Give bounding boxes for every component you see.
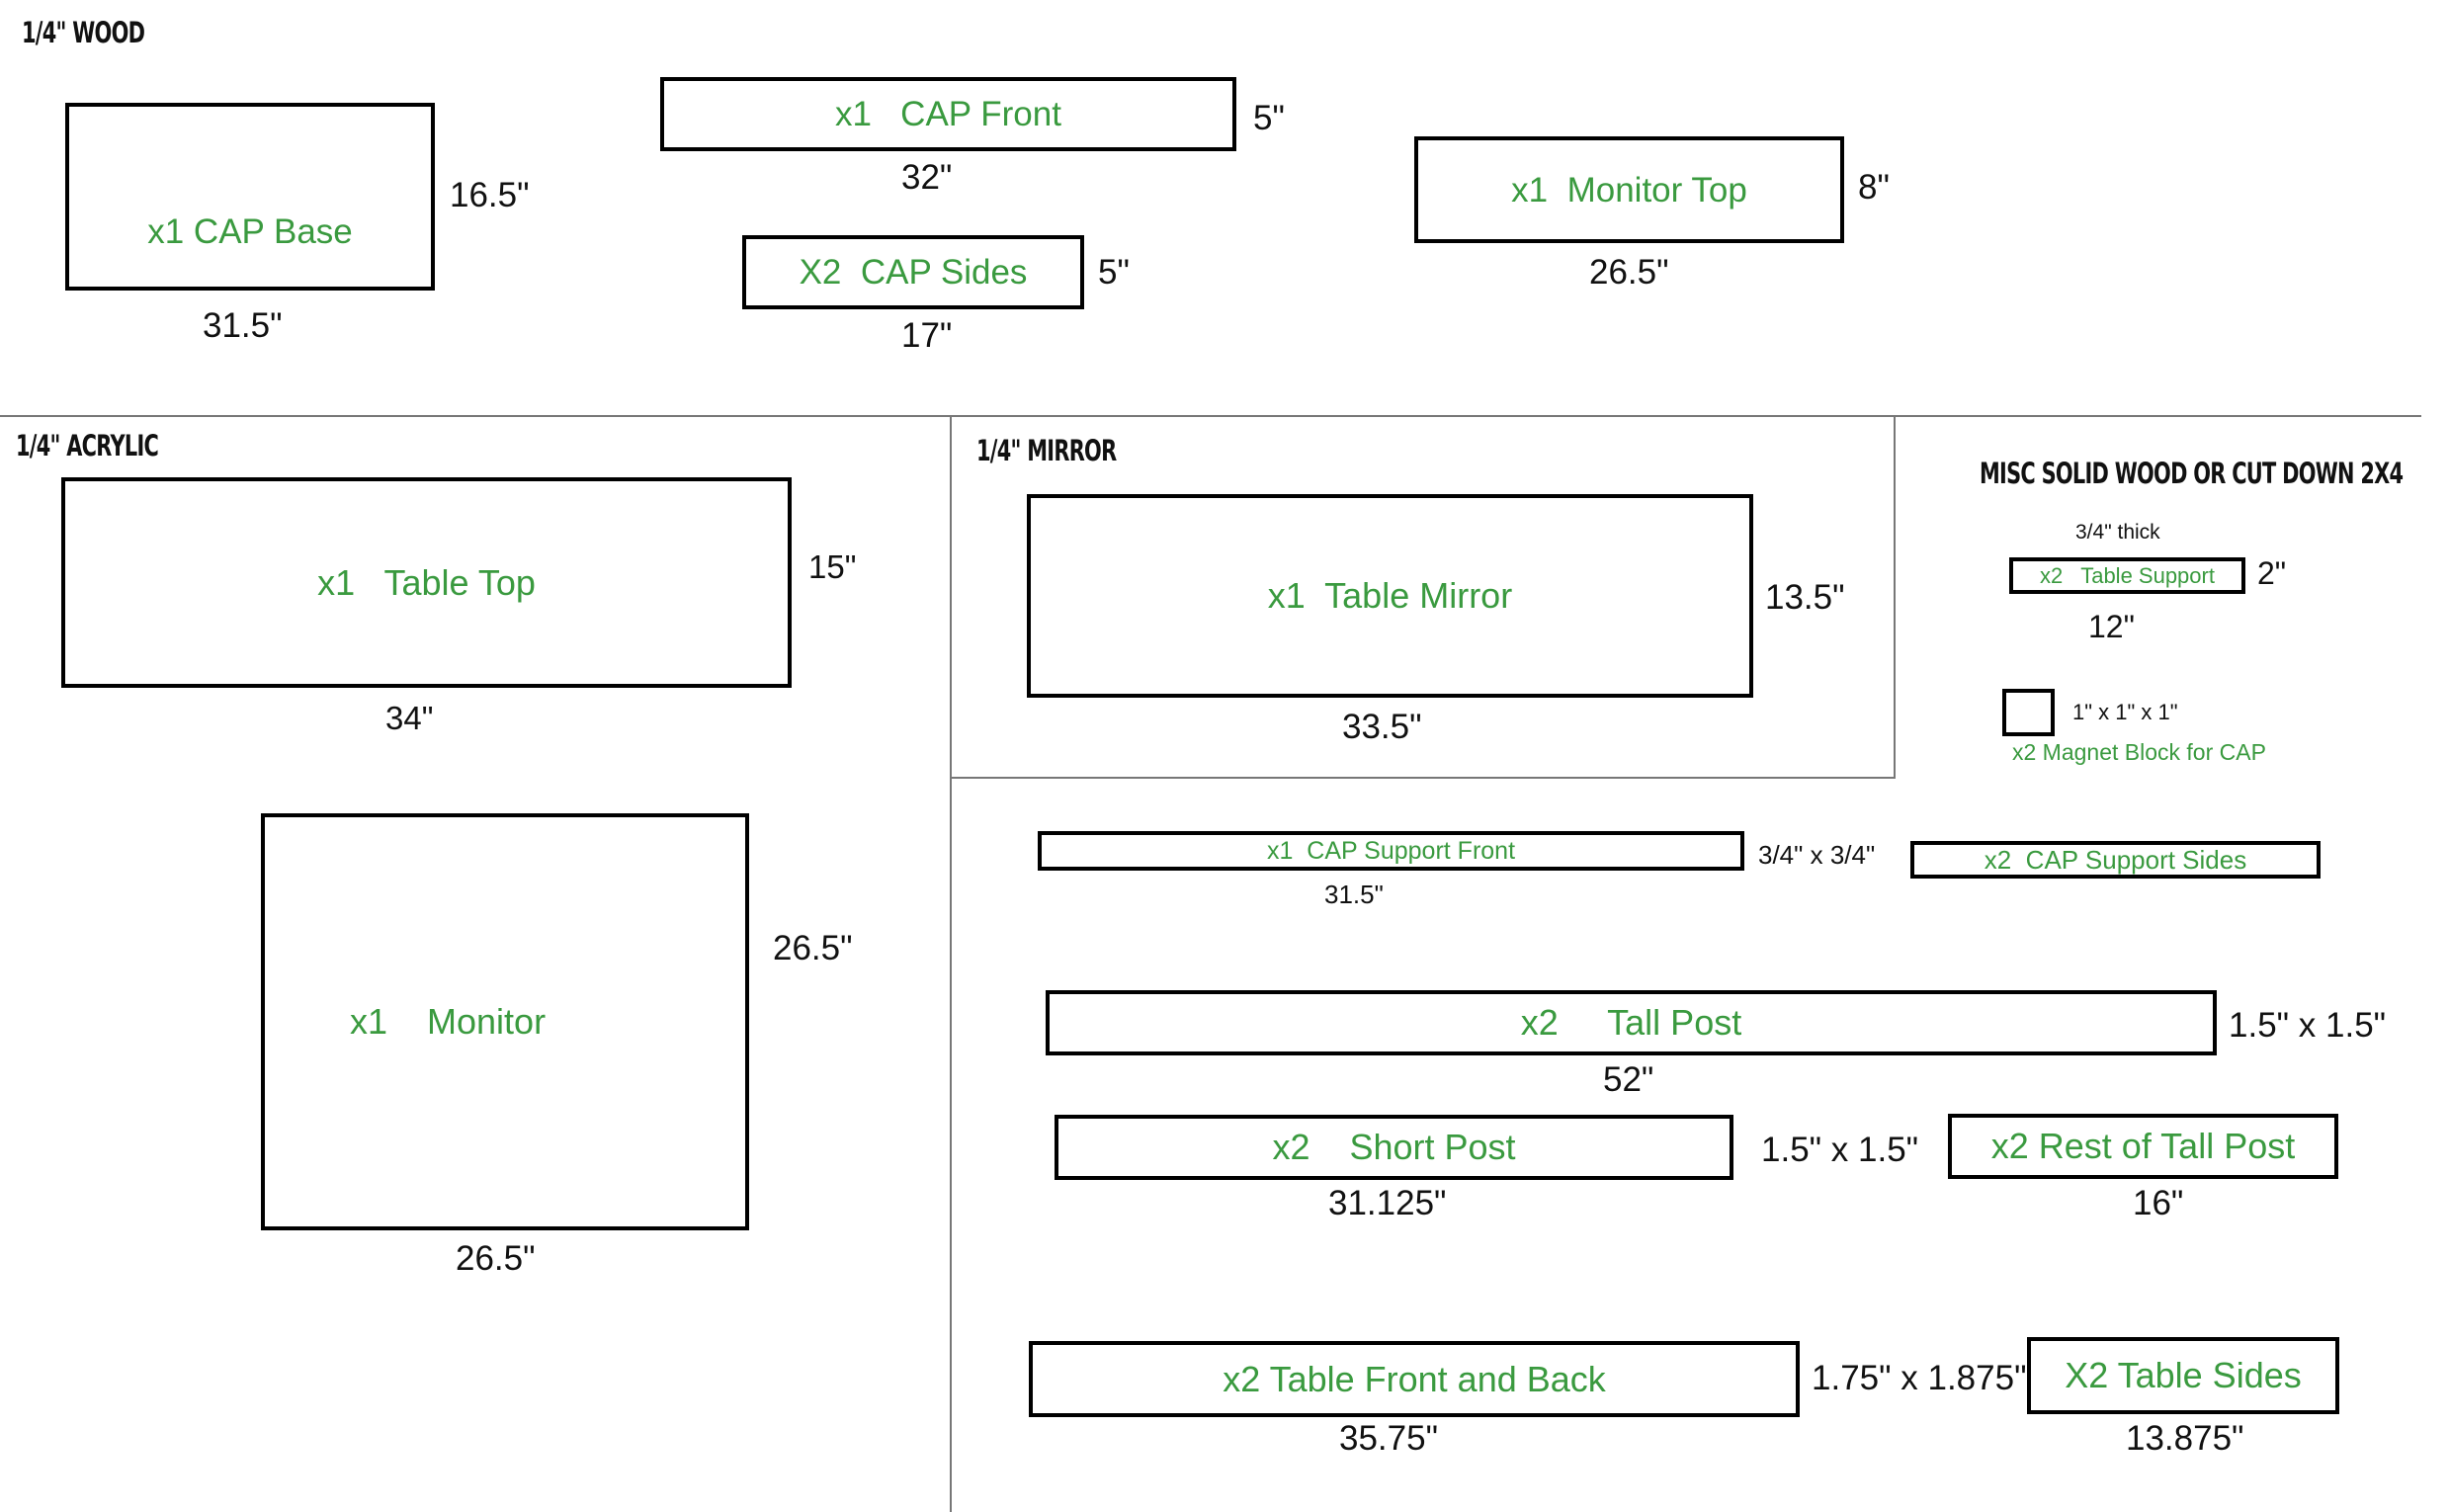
- dim-cap-support-section: 3/4" x 3/4": [1758, 840, 1876, 870]
- dim-tall-post-section: 1.5" x 1.5": [2229, 1006, 2387, 1045]
- piece-label: x2 Rest of Tall Post: [1990, 1126, 2296, 1166]
- dim-monitor-height: 26.5": [773, 929, 853, 967]
- piece-label: x1 CAP Base: [147, 212, 353, 251]
- piece-short-post: x2 Short Post: [1055, 1115, 1733, 1180]
- dim-cap-sides-width: 17": [901, 316, 953, 355]
- dim-cap-front-width: 32": [901, 158, 953, 197]
- dim-cap-base-height: 16.5": [450, 176, 530, 214]
- piece-label: x1 Monitor: [350, 1001, 547, 1042]
- piece-table-sides: X2 Table Sides: [2027, 1337, 2339, 1414]
- piece-tall-post: x2 Tall Post: [1046, 990, 2217, 1055]
- dim-short-post-width: 31.125": [1328, 1184, 1447, 1222]
- dim-table-support-height: 2": [2257, 555, 2287, 591]
- piece-label: x2 Table Support: [2040, 562, 2215, 588]
- piece-label: x2 Tall Post: [1520, 1002, 1742, 1043]
- dim-table-support-width: 12": [2088, 609, 2135, 644]
- divider-horizontal-top: [0, 415, 2421, 417]
- section-heading-mirror: 1/4" MIRROR: [976, 434, 1117, 467]
- divider-mirror-right: [1894, 417, 1896, 778]
- dim-cap-sides-height: 5": [1098, 253, 1130, 292]
- piece-monitor-top: x1 Monitor Top: [1414, 136, 1844, 243]
- piece-monitor: x1 Monitor: [261, 813, 749, 1230]
- section-heading-acrylic: 1/4" ACRYLIC: [16, 429, 159, 462]
- piece-label: x1 CAP Support Front: [1266, 836, 1516, 865]
- divider-vertical-mid: [950, 417, 952, 1512]
- dim-rest-of-tall-post-width: 16": [2133, 1184, 2184, 1222]
- section-heading-misc: MISC SOLID WOOD OR CUT DOWN 2X4: [1980, 457, 2404, 490]
- dim-monitor-top-width: 26.5": [1589, 253, 1669, 292]
- piece-label: X2 CAP Sides: [799, 253, 1028, 292]
- note-table-support-thickness: 3/4" thick: [2075, 521, 2160, 544]
- dim-cap-front-height: 5": [1253, 99, 1285, 137]
- dim-cap-support-front-width: 31.5": [1324, 880, 1384, 909]
- section-heading-wood: 1/4" WOOD: [22, 16, 145, 49]
- dim-table-front-back-section: 1.75" x 1.875": [1812, 1359, 2027, 1397]
- piece-label: x1 Table Top: [317, 561, 536, 603]
- dim-magnet-block-size: 1" x 1" x 1": [2072, 700, 2178, 724]
- piece-table-support: x2 Table Support: [2009, 557, 2245, 594]
- piece-label: x2 Table Front and Back: [1223, 1358, 1606, 1399]
- piece-cap-support-front: x1 CAP Support Front: [1038, 831, 1744, 871]
- piece-cap-support-sides: x2 CAP Support Sides: [1910, 841, 2321, 879]
- divider-mirror-bottom: [950, 777, 1896, 779]
- piece-magnet-block: [2002, 689, 2055, 736]
- dim-table-sides-width: 13.875": [2126, 1419, 2244, 1458]
- piece-label: X2 Table Sides: [2065, 1355, 2302, 1395]
- piece-cap-base: x1 CAP Base: [65, 103, 435, 291]
- dim-monitor-width: 26.5": [456, 1239, 536, 1278]
- piece-label: x2 CAP Support Sides: [1984, 845, 2247, 875]
- piece-label: x1 Table Mirror: [1267, 575, 1513, 616]
- dim-table-front-back-width: 35.75": [1339, 1419, 1439, 1458]
- dim-monitor-top-height: 8": [1858, 168, 1890, 207]
- label-magnet-block: x2 Magnet Block for CAP: [2012, 739, 2266, 765]
- piece-cap-sides: X2 CAP Sides: [742, 235, 1084, 309]
- piece-table-top: x1 Table Top: [61, 477, 792, 688]
- piece-label: x1 CAP Front: [835, 95, 1061, 133]
- dim-table-top-height: 15": [808, 548, 857, 585]
- dim-table-top-width: 34": [385, 700, 434, 736]
- piece-cap-front: x1 CAP Front: [660, 77, 1236, 151]
- dim-table-mirror-height: 13.5": [1765, 578, 1845, 617]
- dim-cap-base-width: 31.5": [203, 306, 283, 345]
- dim-table-mirror-width: 33.5": [1342, 708, 1422, 746]
- dim-tall-post-width: 52": [1603, 1060, 1654, 1099]
- piece-label: x1 Monitor Top: [1511, 170, 1747, 210]
- dim-short-post-section: 1.5" x 1.5": [1761, 1131, 1919, 1169]
- piece-table-front-and-back: x2 Table Front and Back: [1029, 1341, 1800, 1417]
- piece-rest-of-tall-post: x2 Rest of Tall Post: [1948, 1114, 2338, 1179]
- piece-table-mirror: x1 Table Mirror: [1027, 494, 1753, 698]
- piece-label: x2 Short Post: [1272, 1127, 1516, 1167]
